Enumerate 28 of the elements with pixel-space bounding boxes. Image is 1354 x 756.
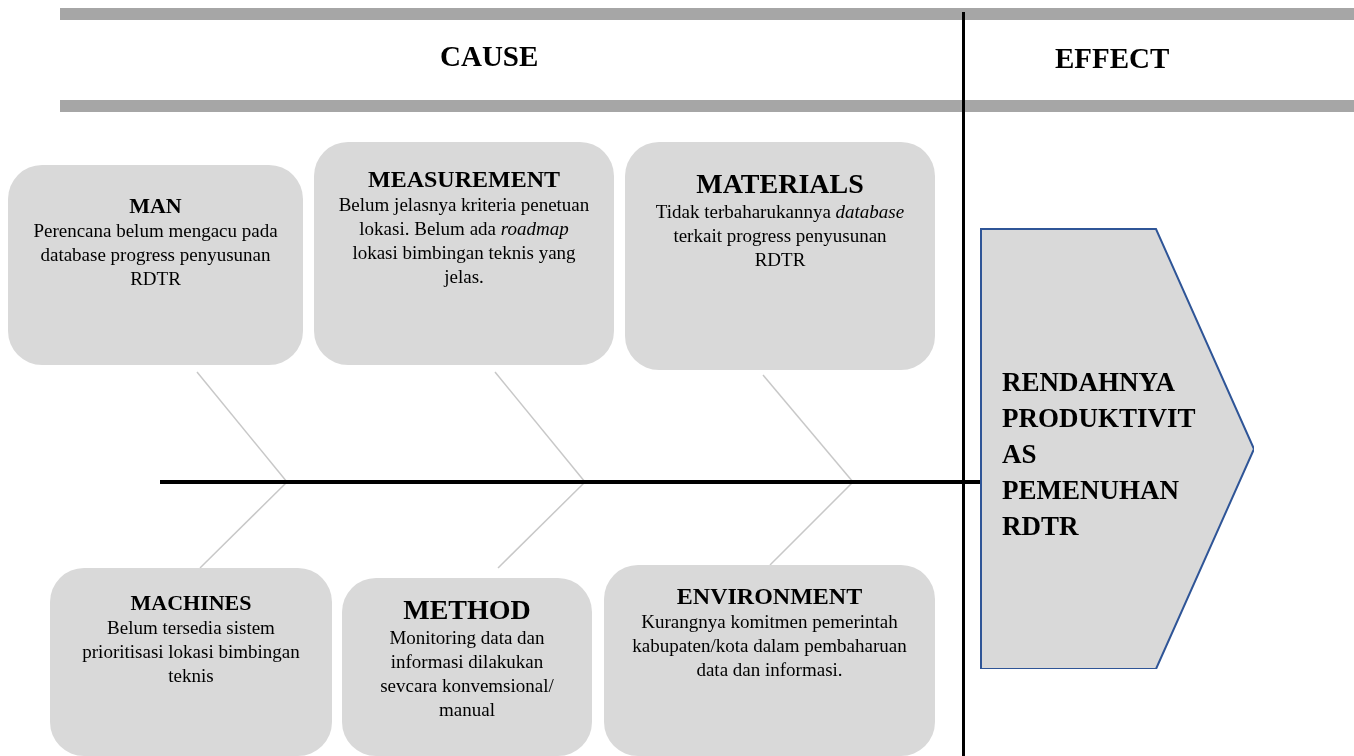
bone-line — [497, 481, 586, 569]
category-heading: MACHINES — [130, 590, 252, 616]
bone-line — [199, 481, 288, 569]
category-heading: METHOD — [403, 594, 531, 626]
cause-box — [314, 142, 614, 365]
cause-box — [50, 568, 332, 756]
cause-box — [625, 142, 935, 370]
cause-description: Belum jelasnya kriteria penetuan lokasi. Belum ada roadmap lokasi bimbingan teknis yang jelas. — [338, 193, 590, 289]
spine-line — [160, 480, 980, 484]
column-header: CAUSE — [440, 40, 539, 73]
cause-description: Kurangnya komitmen pemerintah kabupaten/kota dalam pembaharuan data dan informasi. — [631, 610, 908, 682]
cause-box — [604, 565, 935, 756]
bone-line — [762, 374, 854, 483]
cause-description: Perencana belum mengacu pada database progress penyusunan RDTR — [32, 219, 279, 291]
cause-description: Belum tersedia sistem prioritisasi lokasi bimbingan teknis — [81, 616, 301, 688]
category-heading: MEASUREMENT — [368, 166, 560, 193]
cause-description: Monitoring data dan informasi dilakukan sevcara konvemsional/ manual — [379, 626, 555, 722]
category-heading: ENVIRONMENT — [676, 583, 863, 610]
bone-line — [769, 481, 854, 566]
cause-description: Tidak terbaharukannya database terkait progress penyusunan RDTR — [654, 200, 906, 272]
bone-line — [494, 371, 586, 483]
category-heading: MAN — [129, 193, 182, 219]
column-header: EFFECT — [1055, 42, 1170, 75]
cause-box — [8, 165, 303, 365]
effect-text: RENDAHNYA PRODUKTIVITAS PEMENUHAN RDTR — [1002, 366, 1197, 543]
cause-box — [342, 578, 592, 756]
category-heading: MATERIALS — [696, 168, 864, 200]
bone-line — [196, 371, 288, 483]
